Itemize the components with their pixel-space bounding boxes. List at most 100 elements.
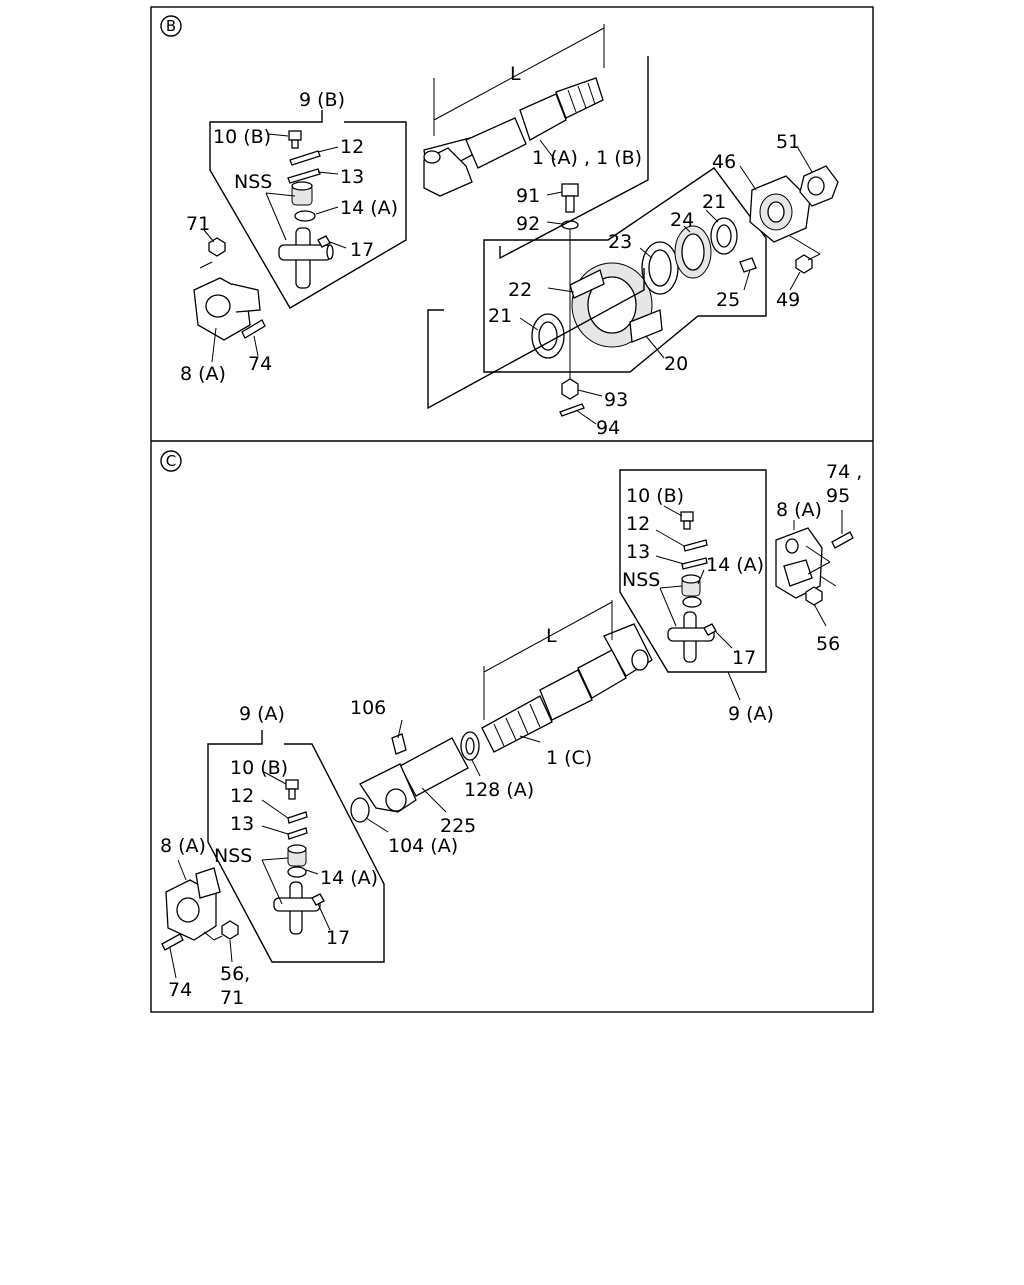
part-label-12-right: 12 [626,513,650,535]
nut-icon [221,920,239,940]
dimension-label-l: L [546,625,557,647]
part-label-nss-right: NSS [622,569,660,591]
bearing-bracket-outline [483,167,767,373]
flange-yoke-icon [193,261,261,341]
spider-cross-icon [667,611,715,663]
nut-icon [805,586,823,606]
part-label-93: 93 [604,389,628,411]
castle-nut-icon [561,378,579,400]
bolt-icon [680,511,694,530]
bearing-cap-icon [291,181,313,206]
part-label-92: 92 [516,213,540,235]
part-label-22: 22 [508,279,532,301]
lock-plate-icon [287,168,321,184]
seal-ring-icon [287,866,307,878]
companion-flange-icon [749,175,811,243]
part-label-10b: 10 (B) [213,126,271,148]
part-label-94: 94 [596,417,620,439]
flange-yoke-icon [165,867,221,941]
leader-lines [203,133,813,425]
part-label-8a: 8 (A) [180,363,226,385]
part-label-17: 17 [350,239,374,261]
bearing-ring-icon [641,241,679,295]
seal-ring-icon [460,731,480,761]
part-label-23: 23 [608,231,632,253]
leader-lines [169,505,843,979]
part-label-1a-1b: 1 (A) , 1 (B) [532,147,642,169]
kit-bracket-9a-right [619,469,767,673]
part-label-10b-left: 10 (B) [230,757,288,779]
bolt-icon [241,319,266,339]
part-label-13: 13 [340,166,364,188]
seal-ring-icon [294,210,316,222]
bolt-icon [285,779,299,800]
kit-bracket-9b [209,110,407,309]
part-label-9b: 9 (B) [299,89,345,111]
part-label-nss-left: NSS [214,845,252,867]
bolt-icon [831,531,854,549]
part-label-21b: 21 [488,305,512,327]
part-label-14a: 14 (A) [340,197,398,219]
part-label-74-left: 74 [168,979,192,1001]
spider-cross-icon [273,881,321,935]
part-label-128a: 128 (A) [464,779,534,801]
part-label-9a-right: 9 (A) [728,703,774,725]
part-label-8a-left: 8 (A) [160,835,206,857]
lock-plate-icon [289,150,321,166]
panel-b-letter: B [166,17,176,35]
dimension-l [433,24,605,136]
bolt-icon [561,183,579,213]
part-label-95: 95 [826,485,850,507]
part-label-14a-right: 14 (A) [706,554,764,576]
kit-bracket-9a-left [207,730,385,963]
bolt-icon [288,130,302,149]
spider-cross-icon [278,227,334,289]
center-bearing-icon [569,262,663,348]
lock-plate-icon [683,539,708,552]
part-label-74: 74 [248,353,272,375]
panel-c: C [160,450,862,1009]
part-label-104a: 104 (A) [388,835,458,857]
panel-b: B [160,15,839,439]
lock-plate-icon [287,811,308,824]
flange-nut-icon [799,165,839,207]
part-label-14a-left: 14 (A) [320,867,378,889]
lock-plate-icon [287,827,308,840]
part-label-49: 49 [776,289,800,311]
diagram-frame [150,6,874,1013]
part-label-13-left: 13 [230,813,254,835]
part-label-71-left: 71 [220,987,244,1009]
panel-c-letter: C [166,452,176,470]
lock-plate-icon [681,557,708,570]
panel-c-marker [160,450,182,472]
part-label-91: 91 [516,185,540,207]
slip-yoke-icon [359,737,469,813]
part-label-46: 46 [712,151,736,173]
part-label-20: 20 [664,353,688,375]
part-label-17-right: 17 [732,647,756,669]
part-label-13-right: 13 [626,541,650,563]
seal-ring-icon [682,596,702,608]
part-label-71: 71 [186,213,210,235]
part-label-17-left: 17 [326,927,350,949]
washer-icon [561,220,579,230]
cotter-pin-icon [559,403,585,417]
part-label-74: 74 , [826,461,862,483]
part-label-12: 12 [340,136,364,158]
propeller-shaft-icon [481,623,653,753]
propeller-shaft-icon [423,77,604,197]
part-label-10b-right: 10 (B) [626,485,684,507]
flange-yoke-icon [775,527,823,599]
part-label-56-left: 56, [220,963,250,985]
part-label-21: 21 [702,191,726,213]
part-label-1c: 1 (C) [546,747,592,769]
part-label-24: 24 [670,209,694,231]
part-label-12-left: 12 [230,785,254,807]
part-label-9a-left: 9 (A) [239,703,285,725]
shaft-guide-line [499,56,649,260]
bolt-icon [161,933,184,951]
grease-nipple-icon [311,893,325,906]
bearing-cap-icon [681,574,701,597]
part-label-nss: NSS [234,171,272,193]
